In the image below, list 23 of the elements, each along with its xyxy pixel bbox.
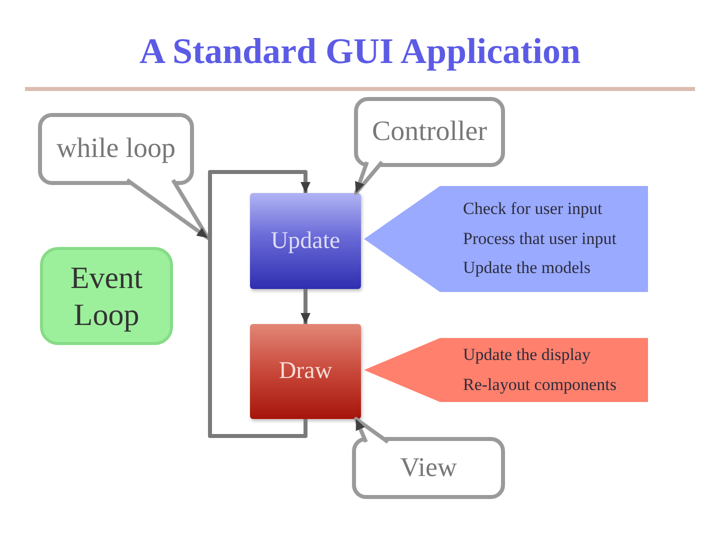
callout-pointer (354, 160, 384, 195)
pointed-callout (364, 338, 648, 402)
callout-text: Update the display (463, 345, 590, 366)
callout-text: Check for user input (463, 199, 602, 220)
arrow (300, 289, 310, 324)
process-label: Draw (278, 358, 332, 385)
speech-bubble (354, 97, 505, 167)
callout-label: while loop (56, 134, 176, 164)
callout-text: Re-layout components (463, 374, 616, 395)
callout-label: View (400, 453, 457, 483)
callout-pointer (354, 417, 390, 444)
callout-label: Controller (372, 116, 488, 148)
title: A Standard GUI Application (139, 31, 581, 72)
process-box (250, 193, 361, 289)
callout-text: Process that user input (463, 228, 616, 250)
callout-pointer (125, 178, 210, 240)
box-label: Event Loop (70, 258, 143, 334)
rounded-box (40, 247, 173, 345)
pointed-callout (364, 186, 648, 292)
callout-text: Update the models (463, 258, 590, 279)
loop-arrow (208, 170, 310, 438)
process-box (250, 324, 361, 419)
process-label: Update (270, 228, 340, 254)
